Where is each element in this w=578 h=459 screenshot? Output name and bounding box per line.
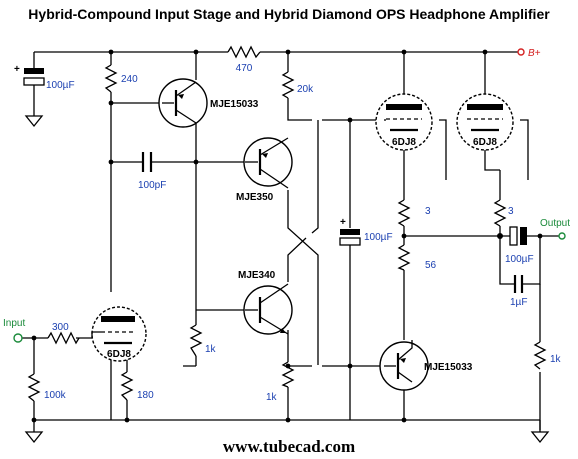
capacitor-supply: + 100µF (14, 64, 75, 91)
resistor-3-left: 3 (397, 199, 431, 227)
transistor-bottom-label: MJE15033 (424, 362, 473, 373)
transistor-mje350: MJE350 (236, 137, 293, 203)
tube-upper-left: 6DJ8 (375, 93, 433, 151)
svg-text:+: + (14, 64, 20, 75)
transistor-mje350-label: MJE350 (236, 192, 274, 203)
footer-url: www.tubecad.com (223, 437, 355, 456)
schematic-title: Hybrid-Compound Input Stage and Hybrid D… (28, 6, 550, 22)
transistor-mje15033-bottom: MJE15033 (379, 340, 473, 391)
resistor-240: 240 (104, 64, 138, 93)
resistor-300-value: 300 (52, 322, 69, 333)
supply-label: B+ (528, 48, 541, 59)
resistor-100k: 100k (27, 373, 67, 402)
tube-input: 6DJ8 (91, 306, 147, 362)
transistor-mje340-label: MJE340 (238, 270, 276, 281)
resistor-470-value: 470 (236, 63, 253, 74)
resistor-56: 56 (397, 244, 437, 271)
output-label: Output (540, 218, 570, 229)
tube-input-label: 6DJ8 (107, 349, 131, 360)
capacitor-output: 100µF (505, 226, 534, 265)
resistor-470: 470 (227, 45, 261, 74)
resistor-3-right: 3 (493, 199, 514, 227)
transistor-mje15033-top: MJE15033 (158, 78, 259, 128)
resistor-1k-output: 1k (533, 341, 562, 370)
resistor-1k-mid: 1k (189, 324, 217, 357)
supply-terminal: B+ (517, 48, 541, 59)
cap-100pf-value: 100pF (138, 180, 166, 191)
tube-upper-right: 6DJ8 (456, 93, 514, 151)
resistor-3-right-value: 3 (508, 206, 514, 217)
resistor-1k-output-value: 1k (550, 354, 562, 365)
resistor-1k-bottom-value: 1k (266, 392, 278, 403)
capacitor-100pf: 100pF (138, 152, 166, 191)
resistor-1k-bottom: 1k (266, 361, 295, 403)
cap-1uf-value: 1µF (510, 297, 527, 308)
cap-supply-value: 100µF (46, 80, 75, 91)
junction-dots (31, 49, 543, 423)
input-terminal: Input (3, 318, 25, 343)
resistor-300: 300 (47, 322, 80, 345)
transistor-top-label: MJE15033 (210, 99, 259, 110)
resistor-100k-value: 100k (44, 390, 67, 401)
capacitor-mid: + 100µF (339, 217, 393, 246)
resistor-240-value: 240 (121, 74, 138, 85)
wiring (22, 51, 560, 430)
tube-upper-right-label: 6DJ8 (473, 137, 497, 148)
cap-output-value: 100µF (505, 254, 534, 265)
tube-upper-left-label: 6DJ8 (392, 137, 416, 148)
resistor-180-value: 180 (137, 390, 154, 401)
resistor-20k: 20k (281, 71, 314, 99)
resistor-1k-mid-value: 1k (205, 344, 217, 355)
resistor-3-left-value: 3 (425, 206, 431, 217)
transistor-mje340: MJE340 (238, 270, 293, 335)
svg-text:+: + (340, 217, 346, 228)
resistor-180: 180 (120, 371, 154, 401)
cap-mid-value: 100µF (364, 232, 393, 243)
capacitor-1uf: 1µF (510, 275, 527, 308)
output-terminal: Output (540, 218, 570, 240)
resistor-56-value: 56 (425, 260, 437, 271)
input-label: Input (3, 318, 25, 329)
resistor-20k-value: 20k (297, 84, 314, 95)
